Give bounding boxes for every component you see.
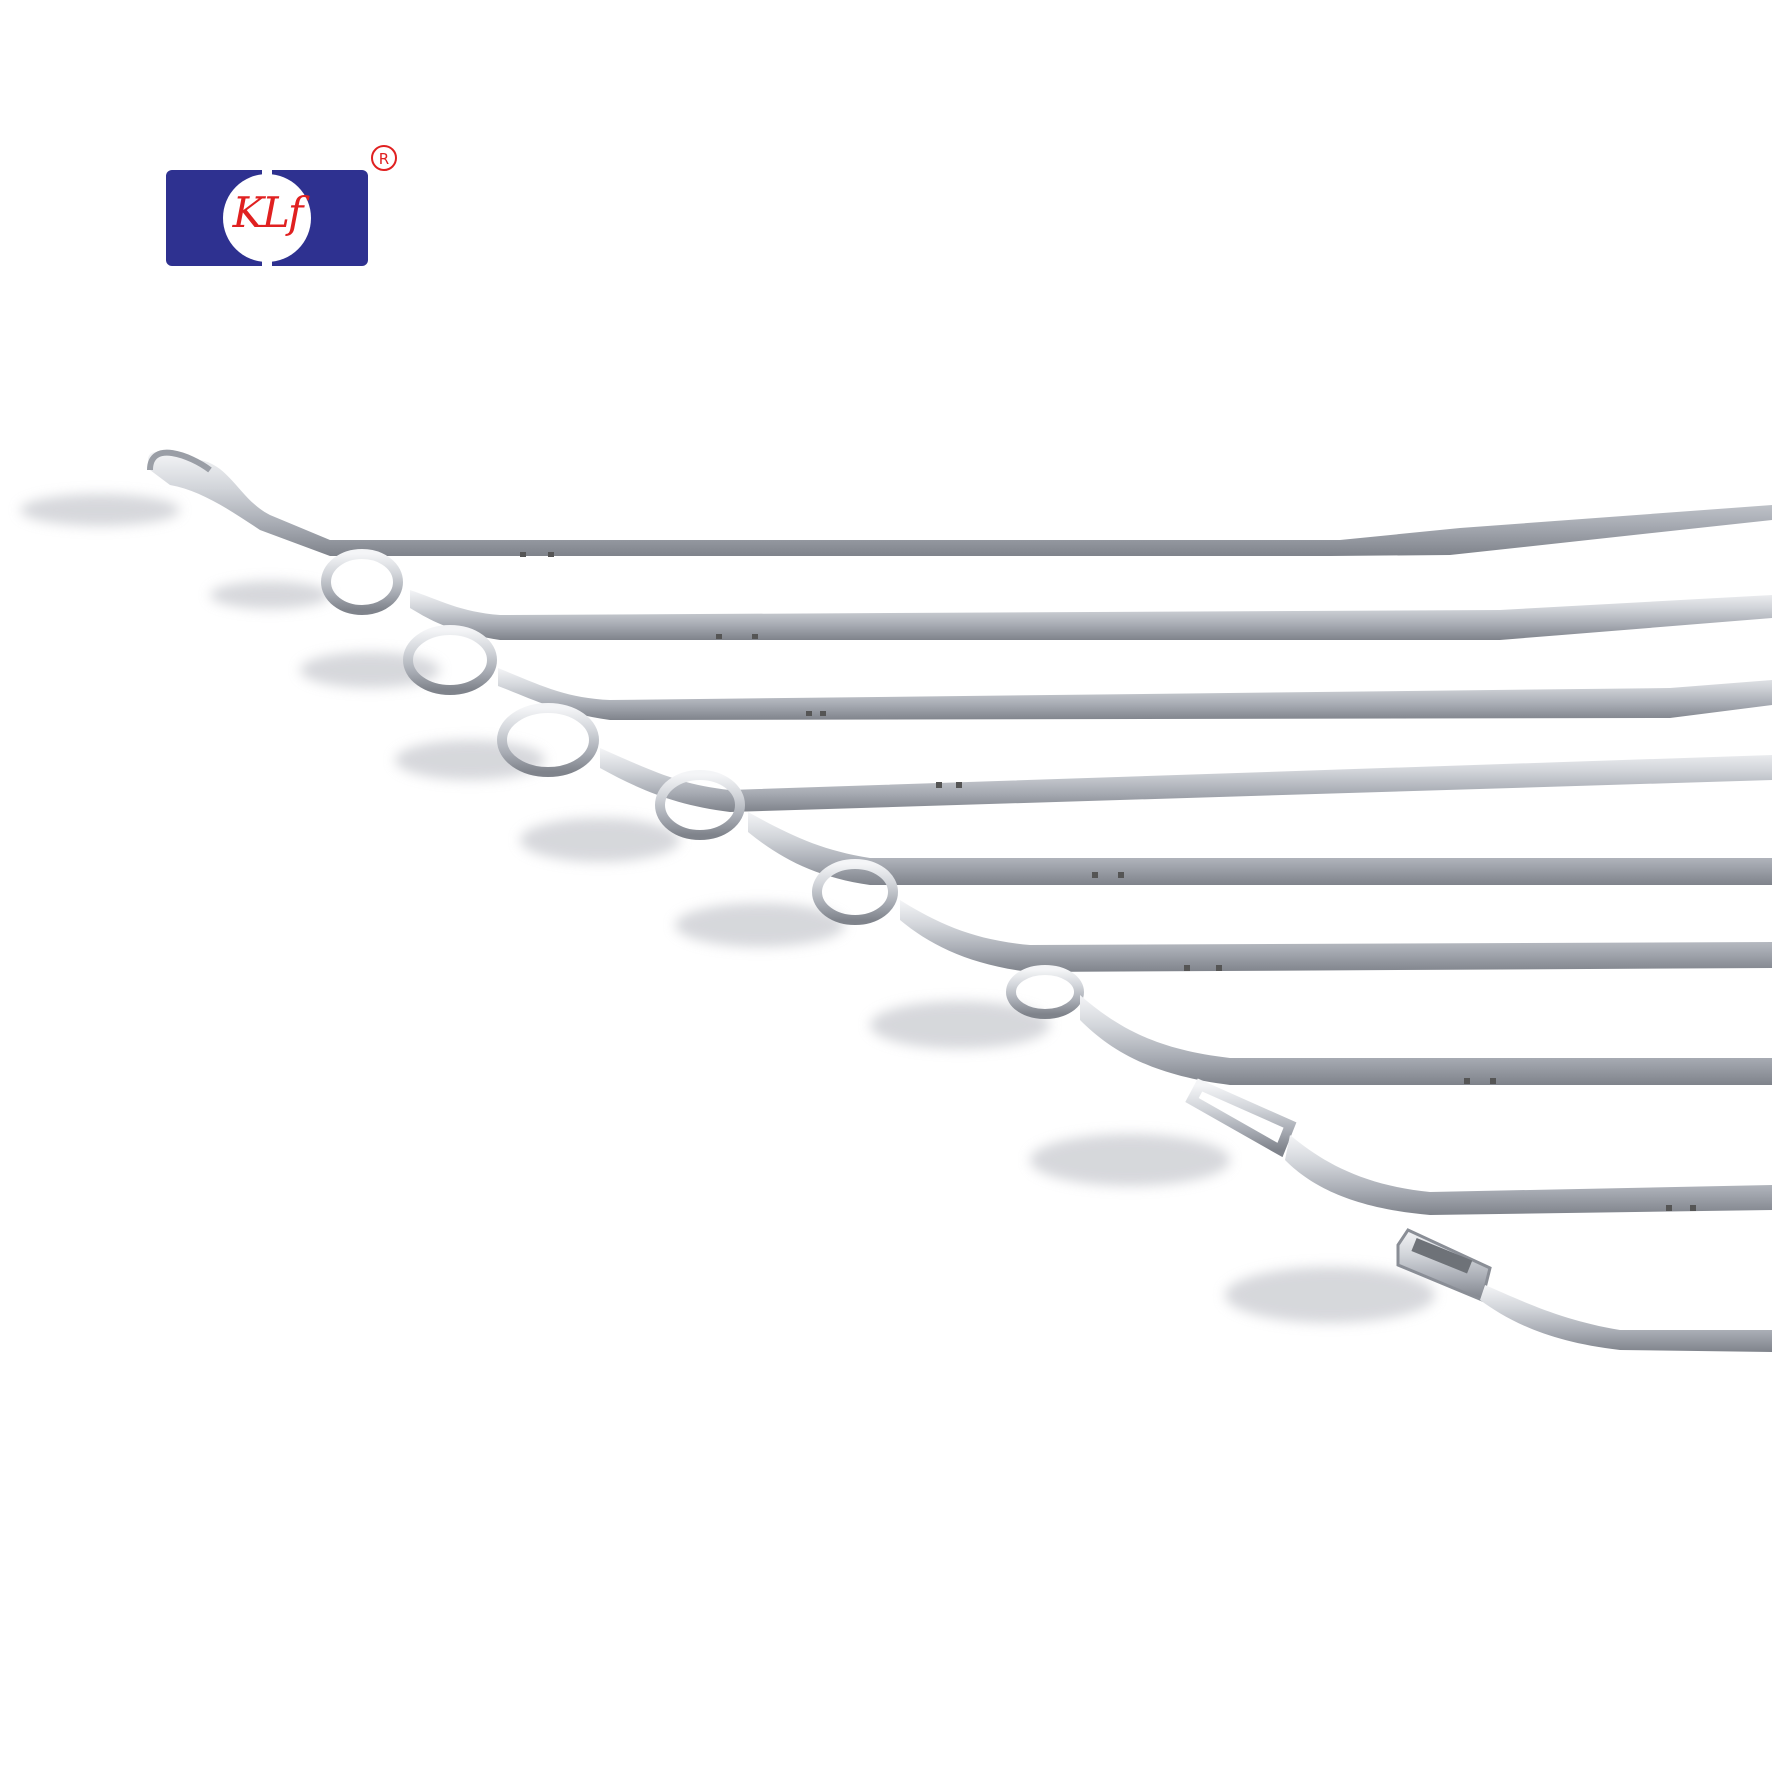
instrument-shadows	[20, 494, 1435, 1323]
registered-mark-icon: R	[371, 145, 397, 171]
forceps-5	[655, 770, 1772, 885]
logo-circle	[223, 174, 311, 262]
forceps-9	[1396, 1228, 1772, 1352]
forceps-2	[321, 549, 1772, 640]
logo-badge	[166, 170, 368, 266]
forceps-3	[403, 625, 1772, 720]
svg-text:R: R	[379, 150, 389, 168]
forceps-7	[1006, 965, 1772, 1085]
forceps-6	[812, 859, 1772, 972]
forceps-8	[1185, 1078, 1772, 1215]
forceps-4	[497, 703, 1772, 812]
forceps-1	[147, 449, 1772, 557]
